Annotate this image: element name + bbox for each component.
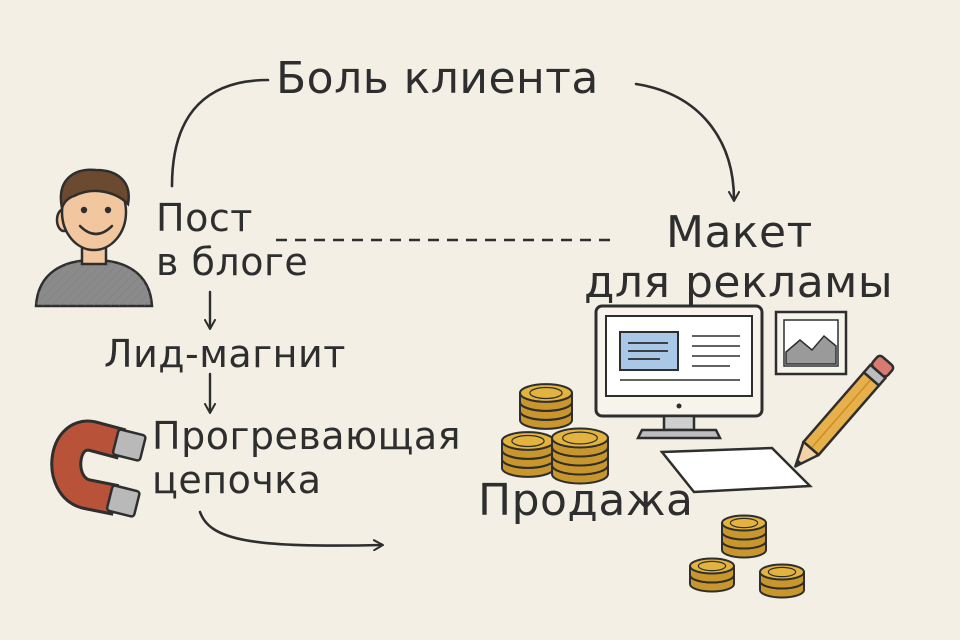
coin-stack-icon (501, 431, 555, 478)
coin-stack-icon (689, 557, 735, 593)
coins-layer (501, 383, 805, 599)
coin-stack-icon (721, 514, 767, 559)
node-lead-magnet: Лид-магнит (104, 332, 346, 376)
person-icon (34, 168, 154, 308)
node-sale: Продажа (478, 475, 694, 526)
picture-frame-icon (774, 310, 848, 376)
coin-stack-icon (759, 563, 805, 599)
node-post-line-2: в блоге (156, 240, 309, 284)
paper-sheet-icon (659, 446, 813, 494)
arrow-pain-to-post (170, 78, 270, 188)
node-nurture: Прогревающая цепочка (152, 414, 461, 502)
node-ad-mockup-line-1: Макет (666, 207, 813, 258)
arrow-pain-to-mockup (634, 82, 740, 202)
node-pain: Боль клиента (276, 53, 599, 104)
coin-stack-icon (551, 427, 609, 485)
monitor-icon (594, 304, 764, 440)
node-ad-mockup-line-2: для рекламы (584, 257, 894, 308)
arrow-nurture-to-sale (198, 510, 384, 552)
pencil-icon (794, 354, 895, 468)
node-post-line-1: Пост (156, 196, 253, 240)
node-nurture-line-2: цепочка (152, 458, 322, 502)
magnet-icon (50, 419, 147, 518)
node-nurture-line-1: Прогревающая (152, 414, 462, 458)
coin-stack-icon (519, 383, 573, 430)
node-ad-mockup: Макет для рекламы (584, 208, 893, 308)
node-post: Пост в блоге (156, 196, 308, 284)
